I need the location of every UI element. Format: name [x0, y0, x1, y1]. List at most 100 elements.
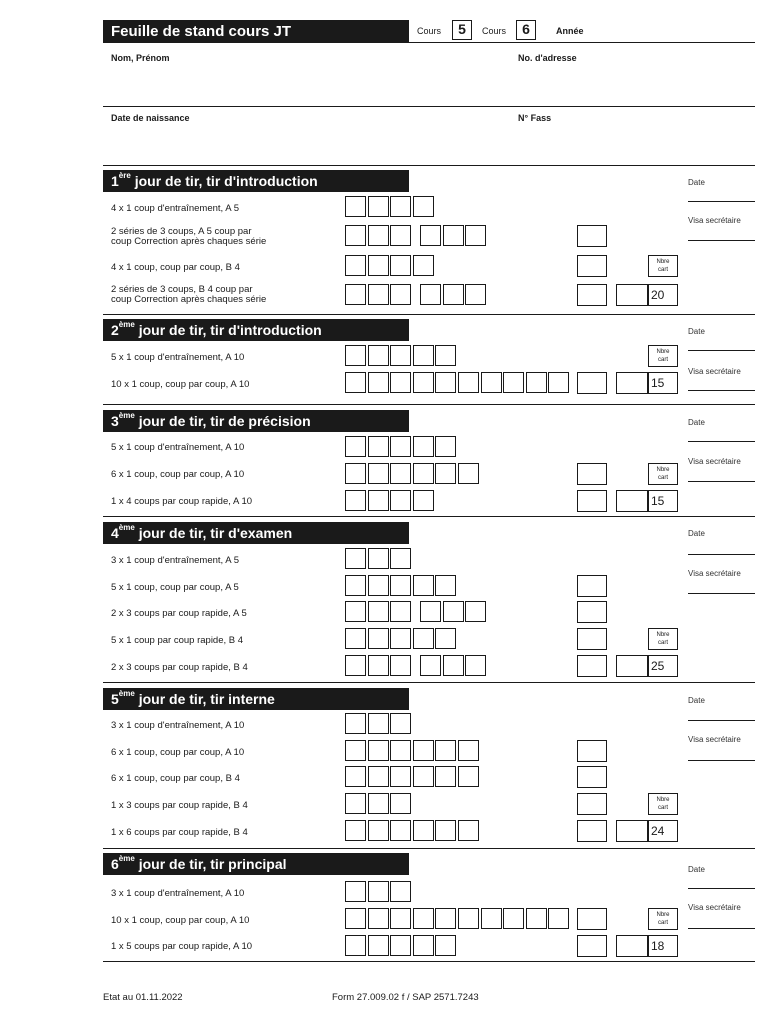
day-3-header: 3ème jour de tir, tir de précision: [103, 410, 409, 432]
score-boxes[interactable]: [345, 908, 571, 929]
nom-label: Nom, Prénom: [111, 53, 170, 63]
total-value: 15: [651, 494, 665, 508]
total-box[interactable]: 24: [616, 820, 678, 842]
row-label: 5 x 1 coup d'entraînement, A 10: [111, 352, 245, 363]
score-boxes[interactable]: [345, 935, 458, 956]
score-boxes[interactable]: [420, 225, 488, 246]
row-label: 5 x 1 coup d'entraînement, A 10: [111, 442, 245, 453]
rule-naissance: [103, 165, 755, 166]
cours-box-5[interactable]: 5: [452, 20, 472, 40]
visa-label: Visa secrétaire: [688, 216, 741, 225]
annee-label: Année: [556, 26, 584, 36]
score-boxes[interactable]: [345, 740, 481, 761]
naissance-label: Date de naissance: [111, 113, 190, 123]
score-boxes[interactable]: [345, 575, 458, 596]
score-boxes[interactable]: [345, 284, 413, 305]
row-label: coup Correction après chaques série: [111, 294, 267, 305]
score-boxes[interactable]: [345, 601, 413, 622]
fass-label: N° Fass: [518, 113, 552, 123]
score-boxes[interactable]: [345, 713, 413, 734]
correction-box[interactable]: [577, 908, 607, 930]
correction-box[interactable]: [577, 575, 607, 597]
date-line: [688, 888, 755, 889]
correction-box[interactable]: [577, 372, 607, 394]
day-4-header: 4ème jour de tir, tir d'examen: [103, 522, 409, 544]
visa-label: Visa secrétaire: [688, 903, 741, 912]
rule-nom: [103, 106, 755, 107]
score-boxes[interactable]: [345, 490, 435, 511]
score-boxes[interactable]: [345, 766, 481, 787]
total-box[interactable]: 20: [616, 284, 678, 306]
score-boxes[interactable]: [345, 225, 413, 246]
visa-line: [688, 928, 755, 929]
row-label: 2 x 3 coups par coup rapide, A 5: [111, 608, 247, 619]
score-boxes[interactable]: [345, 793, 413, 814]
row-label: 2 séries de 3 coups, A 5 coup par: [111, 226, 252, 237]
row-label: 6 x 1 coup, coup par coup, A 10: [111, 747, 245, 758]
day-2-header: 2ème jour de tir, tir d'introduction: [103, 319, 409, 341]
correction-box[interactable]: [577, 284, 607, 306]
score-boxes[interactable]: [345, 655, 413, 676]
row-label: 2 x 3 coups par coup rapide, B 4: [111, 662, 248, 673]
score-boxes[interactable]: [345, 372, 571, 393]
correction-box[interactable]: [577, 935, 607, 957]
row-label: 3 x 1 coup d'entraînement, A 10: [111, 720, 245, 731]
total-box[interactable]: 25: [616, 655, 678, 677]
row-label: 1 x 5 coups par coup rapide, A 10: [111, 941, 253, 952]
footer-etat: Etat au 01.11.2022: [103, 992, 183, 1003]
cours-label-1: Cours: [417, 26, 442, 36]
date-line: [688, 441, 755, 442]
visa-line: [688, 390, 755, 391]
visa-line: [688, 240, 755, 241]
correction-box[interactable]: [577, 793, 607, 815]
correction-box[interactable]: [577, 225, 607, 247]
correction-box[interactable]: [577, 766, 607, 788]
correction-box[interactable]: [577, 820, 607, 842]
score-boxes[interactable]: [345, 196, 435, 217]
total-box[interactable]: 15: [616, 490, 678, 512]
total-value: 24: [651, 824, 665, 838]
total-box[interactable]: 15: [616, 372, 678, 394]
total-box[interactable]: 18: [616, 935, 678, 957]
correction-box[interactable]: [577, 740, 607, 762]
score-boxes[interactable]: [420, 284, 488, 305]
correction-box[interactable]: [577, 490, 607, 512]
score-boxes[interactable]: [420, 601, 488, 622]
cours-box-6[interactable]: 6: [516, 20, 536, 40]
correction-box[interactable]: [577, 463, 607, 485]
date-line: [688, 720, 755, 721]
row-label: 10 x 1 coup, coup par coup, A 10: [111, 379, 250, 390]
visa-line: [688, 760, 755, 761]
score-boxes[interactable]: [345, 345, 458, 366]
day-5-header: 5ème jour de tir, tir interne: [103, 688, 409, 710]
correction-box[interactable]: [577, 628, 607, 650]
cours-label-2: Cours: [482, 26, 507, 36]
date-label: Date: [688, 529, 705, 538]
score-boxes[interactable]: [345, 820, 481, 841]
correction-box[interactable]: [577, 255, 607, 277]
date-line: [688, 350, 755, 351]
score-boxes[interactable]: [345, 463, 481, 484]
row-label: 1 x 3 coups par coup rapide, B 4: [111, 800, 248, 811]
score-boxes[interactable]: [345, 881, 413, 902]
correction-box[interactable]: [577, 601, 607, 623]
row-label: 4 x 1 coup, coup par coup, B 4: [111, 262, 240, 273]
score-boxes[interactable]: [420, 655, 488, 676]
section-rule: [103, 848, 755, 849]
adresse-label: No. d'adresse: [518, 53, 577, 63]
score-boxes[interactable]: [345, 255, 435, 276]
score-boxes[interactable]: [345, 628, 458, 649]
form-title: Feuille de stand cours JT: [103, 20, 409, 43]
score-boxes[interactable]: [345, 548, 413, 569]
date-label: Date: [688, 865, 705, 874]
row-label: 3 x 1 coup d'entraînement, A 10: [111, 888, 245, 899]
visa-label: Visa secrétaire: [688, 367, 741, 376]
correction-box[interactable]: [577, 655, 607, 677]
score-boxes[interactable]: [345, 436, 458, 457]
visa-label: Visa secrétaire: [688, 735, 741, 744]
row-label: 5 x 1 coup par coup rapide, B 4: [111, 635, 244, 646]
section-rule: [103, 682, 755, 683]
date-label: Date: [688, 696, 705, 705]
